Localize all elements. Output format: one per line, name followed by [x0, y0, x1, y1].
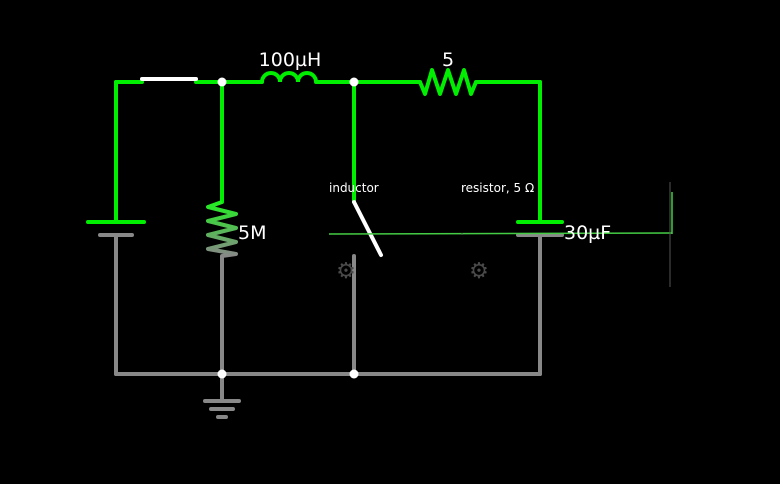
ground-wires: [114, 234, 542, 402]
series-resistor[interactable]: [418, 68, 478, 96]
scope-area[interactable]: [328, 182, 673, 287]
gear-icon[interactable]: ⚙: [469, 259, 489, 284]
junction-nodes: [217, 77, 359, 379]
scope-label-inductor: inductor: [329, 181, 379, 195]
middle-switch[interactable]: [352, 200, 383, 257]
capacitor[interactable]: [516, 220, 564, 237]
node-top-mid: [349, 77, 359, 87]
battery[interactable]: [86, 220, 146, 237]
inductor-label: 100µH: [259, 49, 322, 71]
pulldown-resistor[interactable]: [206, 200, 238, 258]
pulldown-resistor-label: 5M: [238, 222, 266, 244]
node-bottom-left: [217, 369, 227, 379]
capacitor-label: 30µF: [564, 222, 611, 244]
inductor[interactable]: [260, 71, 318, 83]
ground-symbol: [203, 399, 241, 419]
gear-icon[interactable]: ⚙: [336, 259, 356, 284]
node-bottom-mid: [349, 369, 359, 379]
series-resistor-label: 5: [442, 49, 454, 71]
live-wires: [114, 80, 542, 224]
scope-label-resistor: resistor, 5 Ω: [461, 181, 534, 195]
scope-trace: [328, 232, 673, 235]
node-top-left: [217, 77, 227, 87]
